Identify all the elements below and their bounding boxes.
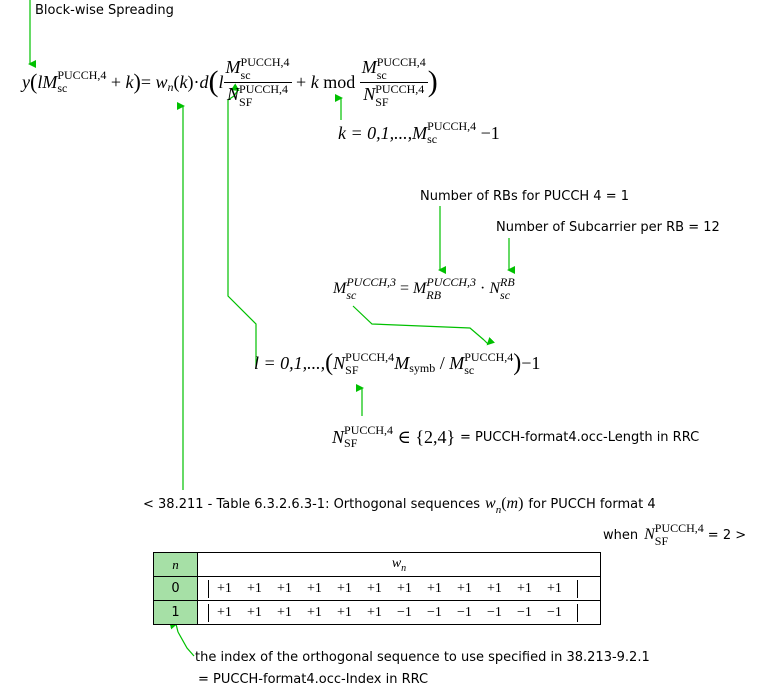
table-row: 1 +1 +1 +1 +1 +1 +1 −1 −1 −1 −1 −1 −1 bbox=[153, 600, 601, 625]
label-index-note-2: = PUCCH-format4.occ-Index in RRC bbox=[198, 672, 429, 687]
arrow-msc bbox=[352, 305, 485, 341]
vector-element: +1 bbox=[547, 580, 562, 596]
label-index-note-1: the index of the orthogonal sequence to … bbox=[195, 650, 650, 665]
vector-element: +1 bbox=[367, 580, 382, 596]
vector-element: −1 bbox=[397, 604, 412, 620]
vector-row-1: +1 +1 +1 +1 +1 +1 −1 −1 −1 −1 −1 −1 bbox=[208, 603, 578, 622]
header-w: wn bbox=[197, 552, 601, 577]
vector-element: +1 bbox=[457, 580, 472, 596]
vector-element: +1 bbox=[307, 604, 322, 620]
orthogonal-sequence-table: n wn 0 +1+1+1+1+1+1+1+1+1+1+1+1 1 +1+1+1… bbox=[153, 552, 601, 625]
vector-element: +1 bbox=[247, 580, 262, 596]
vector-element: +1 bbox=[397, 580, 412, 596]
vector-element: +1 bbox=[427, 580, 442, 596]
vector-element: +1 bbox=[487, 580, 502, 596]
row-w-1: +1 +1 +1 +1 +1 +1 −1 −1 −1 −1 −1 −1 bbox=[197, 600, 601, 625]
label-num-subcarrier: Number of Subcarrier per RB = 12 bbox=[496, 220, 720, 235]
vector-element: +1 bbox=[277, 604, 292, 620]
vector-element: +1 bbox=[217, 604, 232, 620]
vector-element: −1 bbox=[427, 604, 442, 620]
row-n-0: 0 bbox=[153, 576, 198, 601]
arrow-l-path bbox=[227, 95, 257, 368]
row-w-0: +1 +1 +1 +1 +1 +1 +1 +1 +1 +1 +1 +1 bbox=[197, 576, 601, 601]
header-n: n bbox=[153, 552, 198, 577]
arrow-index-note bbox=[177, 631, 195, 657]
table-caption: < 38.211 - Table 6.3.2.6.3-1: Orthogonal… bbox=[143, 495, 656, 516]
vector-element: +1 bbox=[337, 580, 352, 596]
vector-element: +1 bbox=[217, 580, 232, 596]
vector-element: +1 bbox=[367, 604, 382, 620]
vector-element: +1 bbox=[277, 580, 292, 596]
vector-element: +1 bbox=[307, 580, 322, 596]
label-occ-length: = PUCCH-format4.occ-Length in RRC bbox=[460, 430, 700, 445]
vector-element: −1 bbox=[487, 604, 502, 620]
label-num-rbs: Number of RBs for PUCCH 4 = 1 bbox=[420, 189, 629, 204]
vector-element: −1 bbox=[457, 604, 472, 620]
vector-row-0: +1 +1 +1 +1 +1 +1 +1 +1 +1 +1 +1 +1 bbox=[208, 579, 578, 598]
vector-element: +1 bbox=[517, 580, 532, 596]
table-header-row: n wn bbox=[153, 552, 601, 577]
table-row: 0 +1 +1 +1 +1 +1 +1 +1 +1 +1 +1 +1 +1 bbox=[153, 576, 601, 601]
vector-element: −1 bbox=[517, 604, 532, 620]
label-block-wise: Block-wise Spreading bbox=[35, 3, 174, 18]
vector-element: −1 bbox=[547, 604, 562, 620]
row-n-1: 1 bbox=[153, 600, 198, 625]
vector-element: +1 bbox=[337, 604, 352, 620]
vector-element: +1 bbox=[247, 604, 262, 620]
